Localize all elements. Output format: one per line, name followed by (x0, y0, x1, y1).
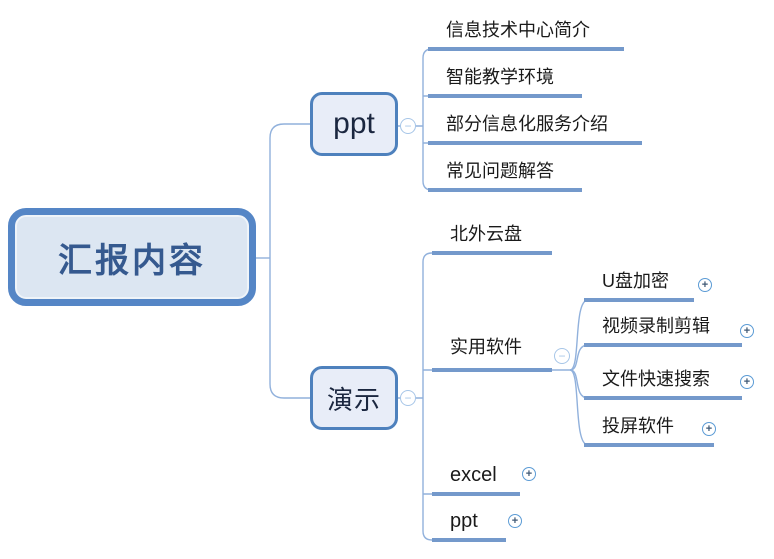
leaf-topic-ppt[interactable]: ppt (432, 508, 506, 542)
branch-topic-yanshi[interactable]: 演示 (310, 366, 398, 430)
leaf-topic-useful-software[interactable]: 实用软件 (432, 334, 552, 372)
leaf-topic-file-quick-search[interactable]: 文件快速搜索 (584, 366, 742, 400)
leaf-topic-it-center-intro[interactable]: 信息技术中心简介 (428, 17, 624, 51)
leaf-topic-smart-teaching[interactable]: 智能教学环境 (428, 64, 582, 98)
expand-plus-icon-usb-encryption[interactable]: + (698, 278, 712, 292)
leaf-topic-faq[interactable]: 常见问题解答 (428, 158, 582, 192)
collapse-minus-icon-useful-software[interactable]: − (554, 348, 570, 364)
leaf-topic-video-recording-editing[interactable]: 视频录制剪辑 (584, 313, 742, 347)
expand-plus-icon-screen-casting[interactable]: + (702, 422, 716, 436)
expand-plus-icon-video-recording[interactable]: + (740, 324, 754, 338)
expand-plus-icon-file-search[interactable]: + (740, 375, 754, 389)
collapse-minus-icon-ppt[interactable]: − (400, 118, 416, 134)
connector-yanshi-bracket (422, 252, 436, 541)
leaf-topic-usb-encryption[interactable]: U盘加密 (584, 268, 694, 302)
collapse-minus-icon-yanshi[interactable]: − (400, 390, 416, 406)
root-topic[interactable]: 汇报内容 (8, 208, 256, 306)
branch-topic-ppt[interactable]: ppt (310, 92, 398, 156)
expand-plus-icon-ppt[interactable]: + (508, 514, 522, 528)
leaf-topic-informatization-services[interactable]: 部分信息化服务介绍 (428, 111, 642, 145)
expand-plus-icon-excel[interactable]: + (522, 467, 536, 481)
connector-root-bracket (269, 123, 310, 399)
leaf-topic-bfsu-cloud[interactable]: 北外云盘 (432, 221, 552, 255)
leaf-topic-excel[interactable]: excel (432, 462, 520, 496)
leaf-topic-screen-casting[interactable]: 投屏软件 (584, 413, 714, 447)
